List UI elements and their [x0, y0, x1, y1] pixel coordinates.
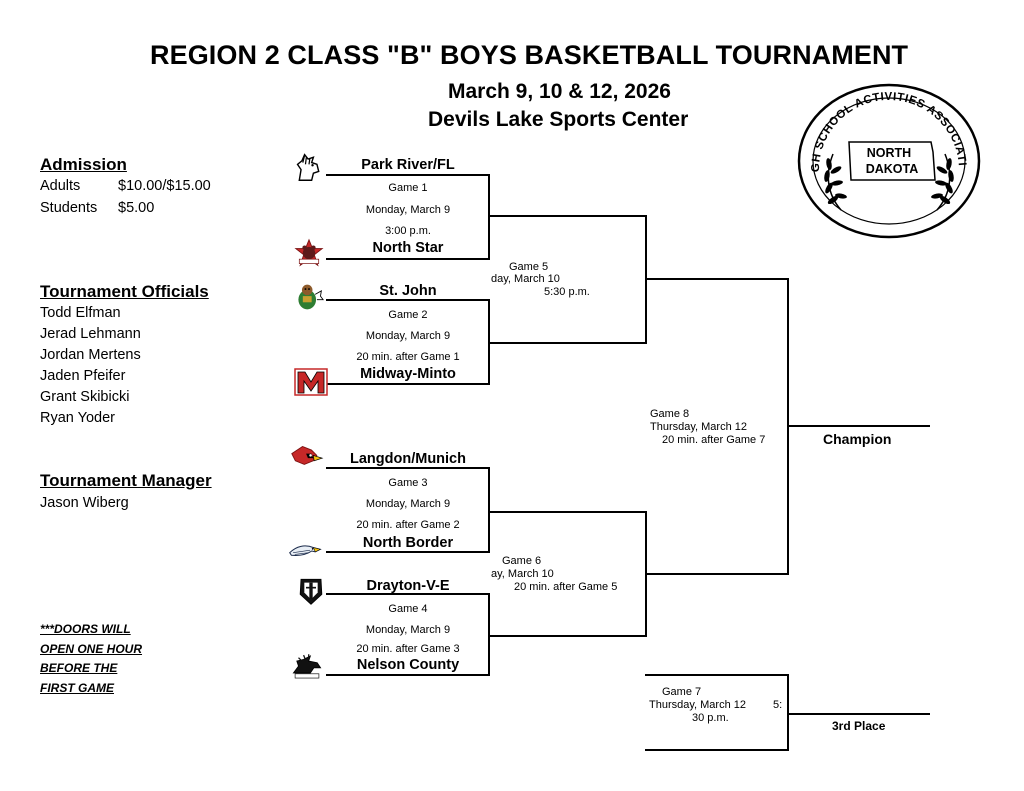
official-name: Grant Skibicki	[40, 389, 130, 405]
bear-logo-icon	[294, 238, 324, 267]
bracket-line	[488, 174, 490, 260]
team-name: St. John	[379, 283, 437, 299]
official-name: Jaden Pfeifer	[40, 368, 126, 384]
admission-students-label: Students	[40, 200, 98, 216]
manager-heading: Tournament Manager	[40, 471, 212, 490]
official-name: Jerad Lehmann	[40, 326, 141, 342]
admission-heading: Admission	[40, 155, 127, 174]
game-number: Game 6	[502, 555, 542, 567]
game-time: 20 min. after Game 1	[356, 351, 460, 363]
game-day: Monday, March 9	[365, 498, 451, 510]
admission-students-price: $5.00	[118, 200, 155, 216]
game-number: Game 2	[388, 309, 428, 321]
officials-heading: Tournament Officials	[40, 282, 209, 301]
bracket-line	[326, 674, 490, 676]
game-number: Game 1	[388, 182, 428, 194]
official-name: Jordan Mertens	[40, 347, 141, 363]
game-time: 20 min. after Game 2	[356, 519, 460, 531]
bracket-line	[326, 299, 490, 301]
eagle-logo-icon	[289, 545, 322, 556]
official-name: Todd Elfman	[40, 305, 121, 321]
team-name: Midway-Minto	[360, 366, 456, 382]
bracket-line	[488, 342, 647, 344]
left-laurel-icon	[824, 153, 847, 211]
team-name: Park River/FL	[361, 157, 455, 173]
game-day: Thursday, March 12	[649, 699, 747, 711]
admission-adults-label: Adults	[40, 178, 81, 194]
game-time: 20 min. after Game 5	[514, 581, 618, 593]
game-day: Monday, March 9	[365, 204, 451, 216]
tournament-dates: March 9, 10 & 12, 2026	[448, 80, 671, 103]
state-outline-icon	[848, 141, 936, 181]
bracket-line	[488, 511, 647, 513]
game-number: Game 3	[388, 477, 428, 489]
game-number: Game 7	[662, 686, 702, 698]
bracket-line	[645, 278, 789, 280]
third-place-line	[787, 713, 930, 715]
bracket-line	[326, 383, 490, 385]
game-time: 5:	[773, 699, 783, 711]
game-time: 30 p.m.	[692, 712, 729, 724]
bracket-line	[645, 674, 789, 676]
bracket-line	[488, 635, 647, 637]
game-day: day, March 10	[491, 273, 560, 285]
doors-note: ***DOORS WILL OPEN ONE HOUR BEFORE THE F…	[40, 620, 142, 698]
game-time: 20 min. after Game 3	[356, 643, 460, 655]
mustang-logo-icon	[296, 153, 320, 181]
ndhsaa-seal-logo: HIGH SCHOOL ACTIVITIES ASSOCIATION NORTH…	[797, 82, 981, 239]
doors-note-line: BEFORE THE	[40, 661, 118, 675]
bracket-line	[326, 593, 490, 595]
bracket-line	[488, 467, 490, 553]
bracket-line	[326, 174, 490, 176]
team-name: Nelson County	[356, 657, 460, 673]
doors-note-line: ***DOORS WILL	[40, 622, 131, 636]
admission-adults-price: $10.00/$15.00	[118, 178, 211, 194]
game-day: Monday, March 9	[365, 624, 451, 636]
team-name: Drayton-V-E	[366, 578, 450, 594]
knight-helmet-logo-icon	[299, 578, 323, 605]
bracket-line	[326, 467, 490, 469]
game-number: Game 8	[650, 408, 690, 420]
champion-label: Champion	[823, 431, 892, 447]
team-name: North Border	[362, 535, 454, 551]
manager-name: Jason Wiberg	[40, 495, 129, 511]
woodchuck-logo-icon	[298, 284, 324, 310]
doors-note-line: OPEN ONE HOUR	[40, 641, 143, 656]
third-place-label: 3rd Place	[832, 719, 886, 733]
bracket-line	[326, 551, 490, 553]
game-day: Monday, March 9	[365, 330, 451, 342]
tournament-venue: Devils Lake Sports Center	[428, 108, 689, 131]
bracket-line	[488, 215, 647, 217]
official-name: Ryan Yoder	[40, 410, 115, 426]
bracket-line	[488, 593, 490, 676]
seal-state-line1: NORTH	[867, 146, 911, 160]
game-time: 3:00 p.m.	[385, 225, 431, 237]
seal-state-line2: DAKOTA	[866, 162, 919, 176]
page-title: REGION 2 CLASS "B" BOYS BASKETBALL TOURN…	[150, 40, 909, 70]
bracket-line	[787, 674, 789, 751]
doors-note-line: FIRST GAME	[40, 680, 114, 695]
game-time: 5:30 p.m.	[544, 286, 590, 298]
right-laurel-icon	[931, 153, 954, 211]
bracket-line	[645, 573, 789, 575]
game-day: Thursday, March 12	[650, 421, 748, 433]
team-name: Langdon/Munich	[350, 451, 466, 467]
champion-line	[787, 425, 930, 427]
game-time: 20 min. after Game 7	[662, 434, 766, 446]
m-letter-logo-icon	[294, 368, 328, 396]
team-name: North Star	[372, 240, 444, 256]
bracket-line	[326, 258, 490, 260]
charger-horse-logo-icon	[292, 654, 322, 679]
cardinal-logo-icon	[291, 445, 324, 465]
game-day: ay, March 10	[491, 568, 554, 580]
bracket-line	[645, 749, 789, 751]
game-number: Game 4	[388, 603, 428, 615]
game-number: Game 5	[509, 261, 549, 273]
